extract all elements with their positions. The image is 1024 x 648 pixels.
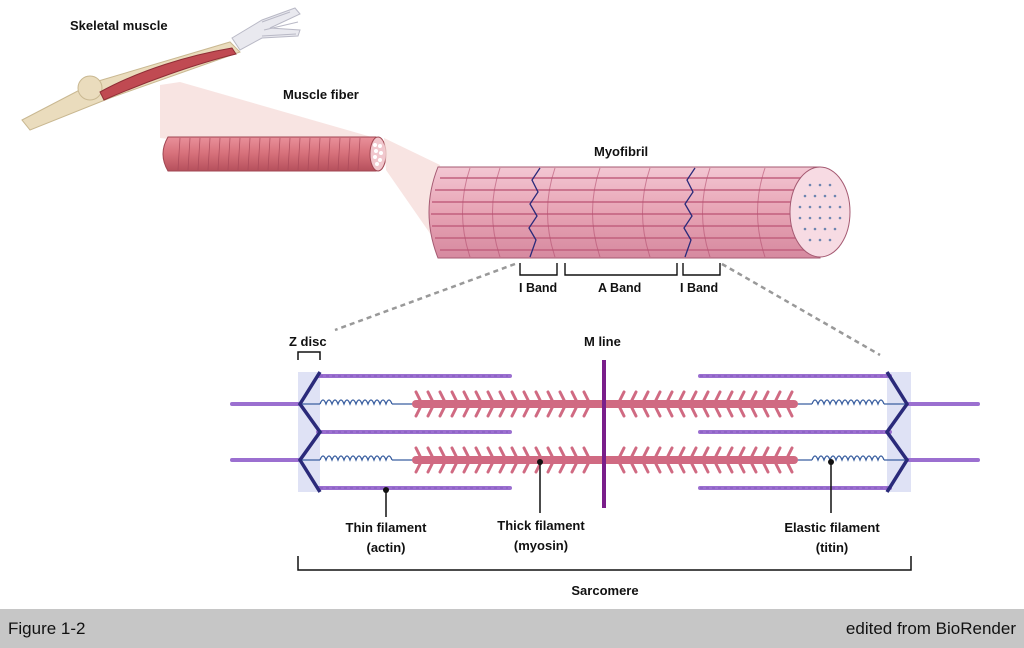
label-elastic-filament: Elastic filament bbox=[784, 520, 880, 535]
label-thin-filament-sub: (actin) bbox=[367, 540, 406, 555]
i-band-left-bracket bbox=[519, 263, 558, 276]
a-band-bracket bbox=[564, 263, 678, 276]
sarcomere-bracket bbox=[297, 556, 912, 571]
myofibril-cross-section bbox=[789, 166, 851, 258]
label-sarcomere: Sarcomere bbox=[571, 583, 638, 598]
figure-caption-bar: Figure 1-2 edited from BioRender bbox=[0, 609, 1024, 648]
label-z-disc: Z disc bbox=[289, 334, 327, 349]
label-a-band: A Band bbox=[598, 281, 641, 295]
zoom-dash-right bbox=[721, 262, 881, 357]
label-i-band-right: I Band bbox=[680, 281, 718, 295]
figure-credit: edited from BioRender bbox=[845, 618, 1016, 638]
z-disc-left-panel bbox=[298, 372, 320, 492]
i-band-right-bracket bbox=[682, 263, 721, 276]
label-thick-filament-sub: (myosin) bbox=[514, 538, 568, 553]
muscle-fiber-illustration bbox=[162, 136, 387, 172]
figure-label: Figure 1-2 bbox=[8, 618, 86, 638]
z-disc-left bbox=[297, 371, 323, 493]
pointer-lines bbox=[385, 462, 832, 517]
skeletal-muscle-illustration bbox=[21, 7, 301, 131]
label-muscle-fiber: Muscle fiber bbox=[283, 87, 359, 102]
label-skeletal-muscle: Skeletal muscle bbox=[70, 18, 168, 33]
label-elastic-filament-sub: (titin) bbox=[816, 540, 848, 555]
myofibril-illustration bbox=[428, 166, 851, 259]
titin-springs bbox=[302, 399, 905, 462]
label-myofibril: Myofibril bbox=[594, 144, 648, 159]
myofibril-z-line-right bbox=[683, 167, 696, 258]
label-thin-filament: Thin filament bbox=[346, 520, 428, 535]
myofibril-z-line-left bbox=[528, 167, 541, 258]
z-disc-bracket bbox=[297, 351, 321, 360]
sarcomere-illustration bbox=[230, 351, 980, 571]
zoom-dash-left bbox=[334, 262, 516, 332]
z-disc-right bbox=[884, 371, 910, 493]
label-i-band-left: I Band bbox=[519, 281, 557, 295]
label-thick-filament: Thick filament bbox=[497, 518, 585, 533]
label-m-line: M line bbox=[584, 334, 621, 349]
muscle-structure-diagram: Skeletal muscle Muscle fiber Myofibril I… bbox=[21, 7, 980, 598]
